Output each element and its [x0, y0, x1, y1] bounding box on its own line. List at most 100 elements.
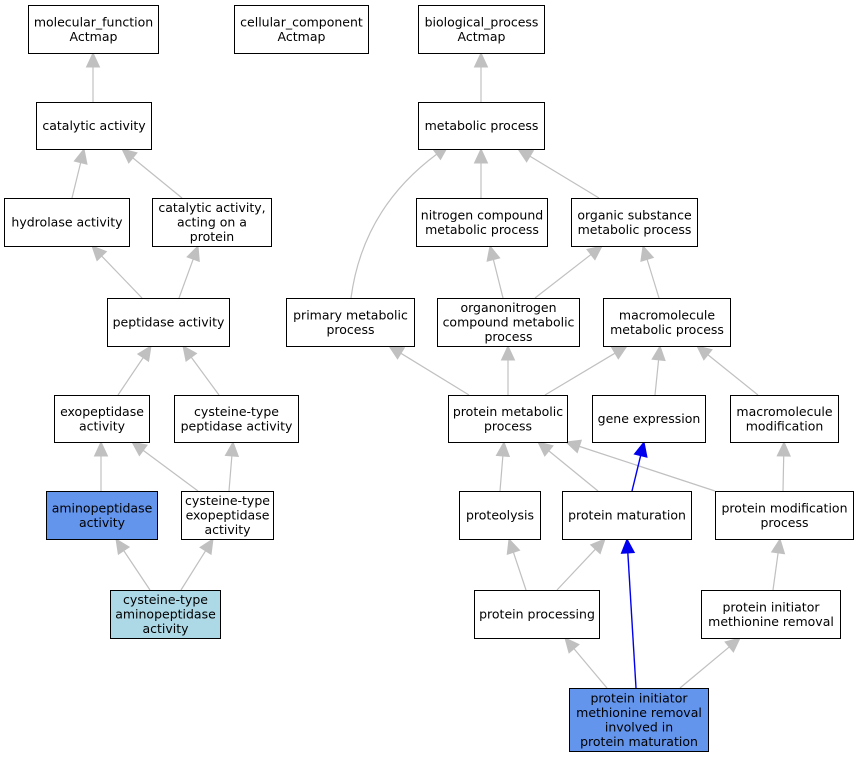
- node-label-line: biological_process: [425, 14, 539, 29]
- node-catalytic-activity[interactable]: catalytic activity: [36, 102, 152, 150]
- edge-pimr-to-protmod-arrowhead: [770, 537, 786, 555]
- node-label-line: cysteine-type: [185, 493, 270, 508]
- node-label-line: cysteine-type: [194, 404, 279, 419]
- edge-cysexo-to-exo: [131, 441, 199, 492]
- node-hydrolase-activity[interactable]: hydrolase activity: [4, 198, 130, 247]
- edge-pimr-to-protmod-line: [772, 552, 779, 591]
- node-label-line: Actmap: [458, 29, 506, 44]
- node-label-line: macromolecule: [619, 307, 715, 322]
- edge-cyspep-to-pep: [182, 345, 220, 396]
- node-metabolic-process[interactable]: metabolic process: [418, 102, 545, 150]
- edge-cysamino-to-amino: [115, 538, 151, 591]
- node-box: [181, 491, 274, 540]
- edge-protmet-to-macro: [544, 345, 629, 396]
- edge-prim-to-met-line: [350, 153, 438, 299]
- edge-cyspep-to-pep-line: [190, 356, 220, 396]
- edge-cat-to-mf: [85, 51, 101, 102]
- node-peptidase-activity[interactable]: peptidase activity: [107, 298, 230, 347]
- node-label-line: protein initiator: [723, 599, 821, 614]
- node-label-line: metabolic process: [578, 222, 692, 237]
- node-protein-maturation[interactable]: protein maturation: [562, 491, 692, 540]
- node-label-line: Actmap: [70, 29, 118, 44]
- edge-macro-to-orgsub-line: [646, 259, 660, 299]
- edge-orgsub-to-met-arrowhead: [516, 148, 535, 163]
- edge-orgnitro-to-orgsub: [534, 245, 603, 299]
- node-label-line: acting on a: [177, 215, 247, 230]
- node-label-line: protein maturation: [580, 734, 698, 749]
- node-box: [110, 590, 221, 639]
- node-label-line: nitrogen compound: [421, 207, 543, 222]
- node-box: [54, 395, 150, 443]
- node-label-line: cellular_component: [240, 14, 363, 29]
- node-label-line: protein maturation: [568, 508, 686, 523]
- node-label-line: catalytic activity: [42, 118, 146, 133]
- edge-cat-to-mf-arrowhead: [85, 51, 101, 68]
- edge-cysexo-to-exo-arrowhead: [131, 441, 148, 457]
- node-label-line: methionine removal: [708, 614, 834, 629]
- edge-protmod-to-protmet-arrowhead: [564, 439, 583, 454]
- node-label-line: organic substance: [577, 207, 692, 222]
- edge-cysamino-to-cysexo-line: [180, 550, 207, 591]
- edge-cysamino-to-amino-line: [123, 550, 151, 591]
- edge-pimrmat-to-protproc-line: [573, 648, 608, 689]
- node-box: [174, 395, 299, 443]
- node-protein-processing[interactable]: protein processing: [474, 590, 600, 639]
- edge-protmet-to-macro-line: [544, 352, 616, 396]
- edge-protproc-to-proteo: [506, 537, 527, 591]
- node-label-line: metabolic process: [425, 118, 539, 133]
- node-proteolysis[interactable]: proteolysis: [459, 491, 541, 540]
- node-label-line: aminopeptidase: [52, 500, 153, 515]
- edge-protmat-to-protmet-line: [548, 450, 599, 492]
- edge-pimrmat-to-protmat-arrowhead: [620, 537, 636, 554]
- node-box: [569, 688, 709, 752]
- edge-hyd-to-cat-arrowhead: [73, 147, 88, 165]
- node-label-line: primary metabolic: [293, 307, 408, 322]
- node-label-line: process: [760, 515, 808, 530]
- node-box: [571, 198, 698, 247]
- edge-cysamino-to-cysexo-arrowhead: [199, 537, 214, 556]
- edge-gene-to-macro-arrowhead: [651, 344, 666, 362]
- edge-protmat-to-protmet-arrowhead: [537, 441, 554, 457]
- edge-protproc-to-protmat: [556, 538, 606, 591]
- edge-pimrmat-to-pimr-arrowhead: [724, 637, 741, 653]
- edge-nitro-to-met: [473, 147, 489, 198]
- edge-amino-to-exo-arrowhead: [93, 440, 109, 457]
- node-box: [418, 5, 545, 54]
- edge-cysamino-to-amino-arrowhead: [115, 538, 131, 556]
- node-box: [437, 298, 580, 347]
- edge-protmet-to-prim-line: [400, 352, 470, 396]
- edge-cysexo-to-cyspep: [224, 440, 240, 492]
- edge-protmod-to-macmod-line: [782, 455, 785, 492]
- edge-cysexo-to-cyspep-arrowhead: [224, 440, 240, 458]
- edge-pep-to-catprot-line: [178, 258, 194, 299]
- edge-pimrmat-to-pimr: [679, 637, 741, 689]
- node-label-line: process: [326, 322, 374, 337]
- node-gene-expression[interactable]: gene expression: [592, 395, 706, 443]
- node-label-line: hydrolase activity: [11, 215, 123, 230]
- node-label-line: protein modification: [722, 500, 848, 515]
- edge-pep-to-hyd: [91, 245, 143, 299]
- node-label-line: protein: [190, 229, 234, 244]
- edge-protmat-to-protmet: [537, 441, 599, 492]
- edge-pimrmat-to-protproc: [564, 637, 608, 689]
- edge-gene-to-macro: [651, 344, 666, 396]
